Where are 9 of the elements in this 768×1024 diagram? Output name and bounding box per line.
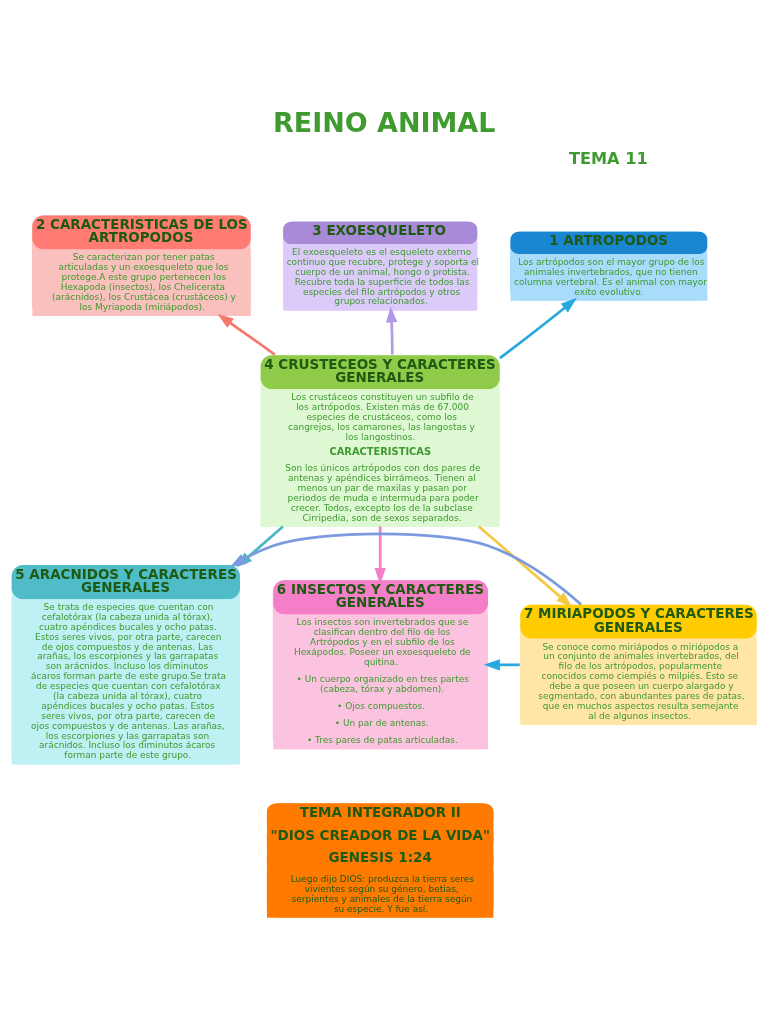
arrow [477, 525, 573, 607]
arrow [499, 297, 577, 359]
arrow [385, 305, 398, 355]
arrow [483, 658, 520, 671]
arrow [217, 313, 276, 356]
label: TEMA 11 [568, 148, 648, 168]
diagram-title: REINO ANIMAL [273, 106, 496, 138]
arrow [230, 532, 582, 606]
arrow [374, 526, 386, 584]
